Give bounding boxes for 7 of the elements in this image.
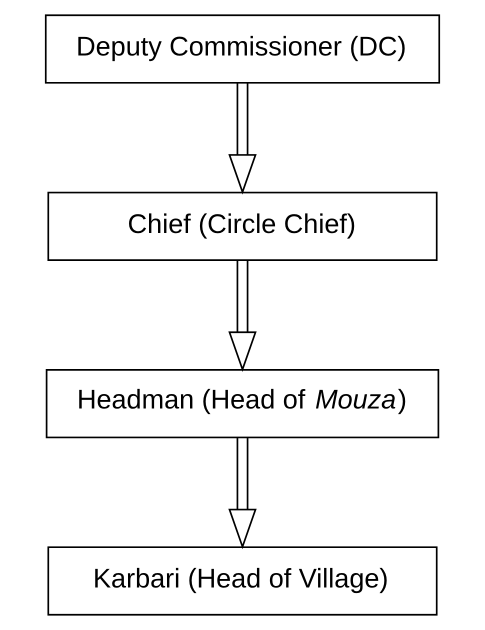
arrow — [228, 83, 257, 195]
node-box: Deputy Commissioner (DC) — [44, 14, 440, 84]
node-box: Headman (Head of Mouza) — [46, 369, 440, 438]
arrow — [228, 438, 257, 550]
arrow — [228, 260, 257, 372]
node-box: Chief (Circle Chief) — [47, 192, 438, 261]
node-box: Karbari (Head of Village) — [47, 546, 438, 616]
